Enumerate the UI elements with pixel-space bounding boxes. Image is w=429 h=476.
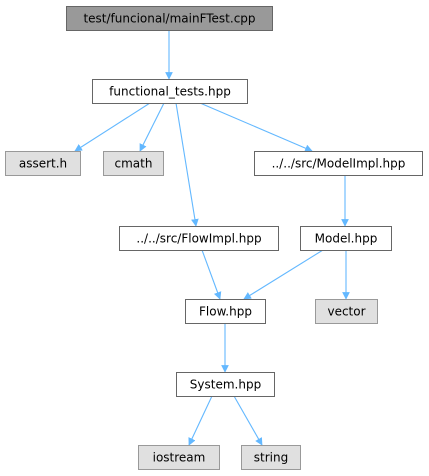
edge-functional_tests-to-cmath — [139, 102, 165, 152]
edges-layer — [74, 30, 350, 446]
node-label-System: System.hpp — [190, 378, 261, 392]
node-box-FlowImpl — [119, 226, 279, 251]
node-label-ModelImpl: ../../src/ModelImpl.hpp — [272, 157, 406, 171]
node-label-Flow: Flow.hpp — [199, 305, 252, 319]
edge-functional_tests-to-ModelImpl — [199, 102, 313, 152]
node-label-mainFTest: test/funcional/mainFTest.cpp — [83, 12, 255, 26]
node-System[interactable]: System.hpp — [176, 372, 275, 397]
node-FlowImpl[interactable]: ../../src/FlowImpl.hpp — [119, 226, 279, 251]
node-box-assert — [5, 151, 81, 176]
node-box-cmath — [103, 151, 164, 176]
node-box-mainFTest — [66, 6, 273, 31]
node-box-functional_tests — [92, 79, 248, 104]
edge-FlowImpl-to-Flow — [201, 249, 222, 300]
node-string: string — [241, 445, 301, 470]
node-vector: vector — [315, 299, 378, 324]
node-label-iostream: iostream — [153, 451, 206, 465]
node-label-cmath: cmath — [115, 157, 153, 171]
node-iostream: iostream — [138, 445, 220, 470]
node-box-string — [241, 445, 301, 470]
node-label-vector: vector — [327, 305, 365, 319]
node-box-iostream — [138, 445, 220, 470]
node-label-string: string — [254, 451, 288, 465]
node-cmath: cmath — [103, 151, 164, 176]
node-assert: assert.h — [5, 151, 81, 176]
node-label-FlowImpl: ../../src/FlowImpl.hpp — [136, 232, 261, 246]
nodes-layer: test/funcional/mainFTest.cpp functional_t… — [5, 6, 423, 470]
node-box-Model — [300, 226, 392, 251]
node-mainFTest[interactable]: test/funcional/mainFTest.cpp — [66, 6, 273, 31]
node-box-vector — [315, 299, 378, 324]
edge-System-to-string — [233, 395, 263, 446]
node-box-System — [176, 372, 275, 397]
edge-Model-to-Flow — [243, 249, 324, 300]
node-Flow[interactable]: Flow.hpp — [185, 299, 266, 324]
node-box-Flow — [185, 299, 266, 324]
node-Model[interactable]: Model.hpp — [300, 226, 392, 251]
edge-functional_tests-to-FlowImpl — [175, 102, 199, 227]
edge-System-to-iostream — [188, 395, 213, 446]
node-label-assert: assert.h — [19, 157, 67, 171]
node-ModelImpl[interactable]: ../../src/ModelImpl.hpp — [254, 151, 423, 176]
node-label-functional_tests: functional_tests.hpp — [109, 85, 231, 99]
node-label-Model: Model.hpp — [315, 232, 378, 246]
node-functional_tests[interactable]: functional_tests.hpp — [92, 79, 248, 104]
node-box-ModelImpl — [254, 151, 423, 176]
edge-functional_tests-to-assert — [74, 102, 151, 152]
